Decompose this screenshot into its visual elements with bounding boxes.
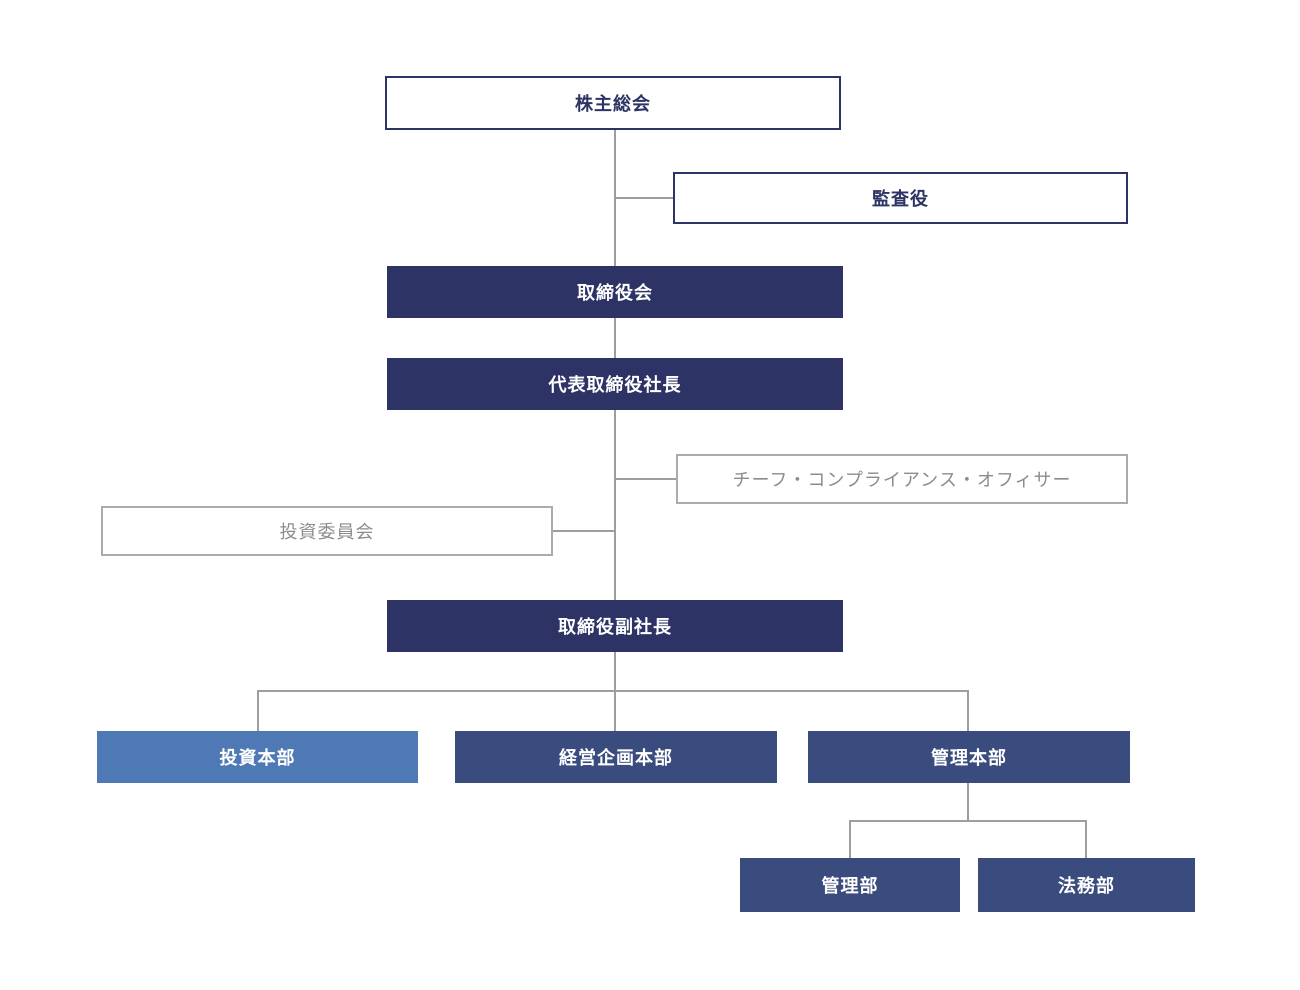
connector-drop-investment-division [257, 690, 259, 731]
connector-branch-auditor [614, 197, 673, 199]
connector-department-bus [849, 820, 1087, 822]
connector-admin-division-to-bus [967, 783, 969, 821]
org-node-auditor: 監査役 [673, 172, 1128, 224]
org-node-administration-department: 管理部 [740, 858, 960, 912]
org-node-president: 代表取締役社長 [387, 358, 843, 410]
org-node-administration-division: 管理本部 [808, 731, 1130, 783]
connector-branch-investment-committee [553, 530, 614, 532]
org-node-shareholders-meeting: 株主総会 [385, 76, 841, 130]
connector-evp-to-bus [614, 652, 616, 692]
org-node-legal-department: 法務部 [978, 858, 1195, 912]
org-node-investment-committee: 投資委員会 [101, 506, 553, 556]
org-node-executive-vice-president: 取締役副社長 [387, 600, 843, 652]
connector-president-to-evp [614, 410, 616, 600]
org-node-chief-compliance-officer: チーフ・コンプライアンス・オフィサー [676, 454, 1128, 504]
connector-branch-cco [614, 478, 676, 480]
connector-drop-legal-department [1085, 820, 1087, 858]
connector-drop-planning-division [614, 690, 616, 731]
connector-board-to-president [614, 318, 616, 358]
org-node-corporate-planning-division: 経営企画本部 [455, 731, 777, 783]
connector-drop-administration-department [849, 820, 851, 858]
connector-drop-administration-division [967, 690, 969, 731]
org-node-board-of-directors: 取締役会 [387, 266, 843, 318]
connector-division-bus [257, 690, 969, 692]
org-node-investment-division: 投資本部 [97, 731, 418, 783]
